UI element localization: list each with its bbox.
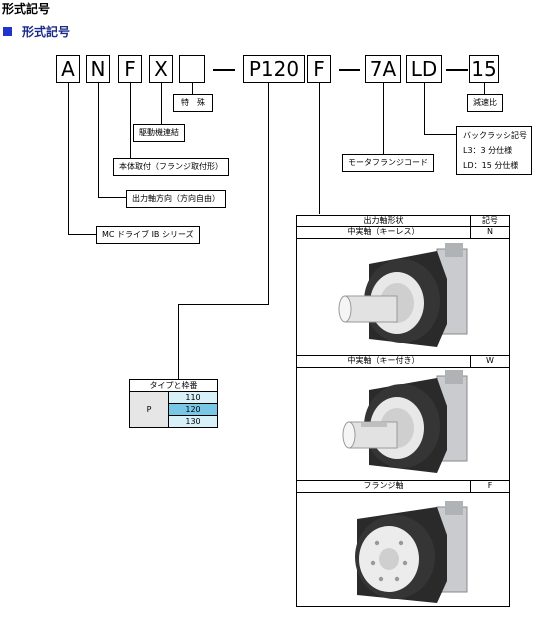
code-char-special <box>179 55 205 83</box>
code-char-a: A <box>56 55 80 83</box>
code-char-f: F <box>118 55 142 83</box>
connector-line <box>68 83 69 235</box>
type-cell: P <box>129 391 169 428</box>
connector-line <box>68 234 96 235</box>
connector-line <box>319 83 320 214</box>
label-series: MC ドライブ IB シリーズ <box>96 226 200 244</box>
label-special: 特 殊 <box>173 94 213 112</box>
shaft-code-w: W <box>486 356 494 365</box>
shaft-header-shape: 出力軸形状 <box>297 216 471 226</box>
connector-line <box>130 83 131 165</box>
size-110: 110 <box>168 391 218 404</box>
shaft-header-code: 記号 <box>482 216 498 225</box>
connector-line <box>383 83 384 155</box>
code-frame-size: P120 <box>243 55 305 83</box>
connector-line <box>178 304 179 379</box>
backlash-title: バックラッシ記号 <box>463 131 527 140</box>
shaft-row-label: フランジ軸 F <box>297 481 509 493</box>
connector-line <box>424 83 425 135</box>
code-separator <box>446 69 468 71</box>
code-backlash: LD <box>406 55 442 83</box>
code-ratio: 15 <box>469 55 499 83</box>
label-body-mount: 本体取付（フランジ取付形） <box>113 158 229 176</box>
shaft-shape-keyed: 中実軸（キー付き） <box>297 356 471 367</box>
shaft-row-label: 中実軸（キー付き） W <box>297 356 509 368</box>
type-table-header: タイプと枠番 <box>129 379 218 392</box>
type-frame-table: タイプと枠番 P 110 120 130 <box>129 379 218 428</box>
backlash-option-l3: L3：3 分仕様 <box>463 146 513 155</box>
shaft-shape-table: 出力軸形状 記号 中実軸（キーレス） N 中実軸（キー付き） W <box>296 215 510 607</box>
code-shaft-type: F <box>307 55 331 83</box>
code-char-x: X <box>149 55 173 83</box>
code-separator <box>339 69 360 71</box>
shaft-shape-flange: フランジ軸 <box>297 481 471 492</box>
gear-reducer-keyed-image <box>297 368 509 481</box>
code-motor-flange: 7A <box>365 55 401 83</box>
connector-line <box>484 83 485 94</box>
shaft-row-label: 中実軸（キーレス） N <box>297 227 509 239</box>
backlash-option-ld: LD：15 分仕様 <box>463 161 519 170</box>
section-marker-icon <box>3 27 12 36</box>
size-130: 130 <box>168 415 218 428</box>
label-drive-coupling: 駆動機連結 <box>133 124 185 142</box>
connector-line <box>98 83 99 198</box>
shaft-shape-keyless: 中実軸（キーレス） <box>297 227 471 238</box>
connector-line <box>192 83 193 95</box>
code-char-n: N <box>86 55 110 83</box>
shaft-code-n: N <box>487 227 493 236</box>
connector-line <box>161 83 162 131</box>
gear-reducer-flange-image <box>297 493 509 608</box>
connector-line <box>424 134 456 135</box>
code-separator <box>213 69 235 71</box>
label-motor-flange: モータフランジコード <box>342 154 434 172</box>
connector-line <box>98 197 126 198</box>
connector-line <box>178 304 269 305</box>
connector-line <box>268 83 269 304</box>
page-title: 形式記号 <box>2 2 51 16</box>
size-120-selected: 120 <box>168 403 218 416</box>
backlash-box: バックラッシ記号 L3：3 分仕様 LD：15 分仕様 <box>456 126 532 175</box>
gear-reducer-keyless-image <box>297 239 509 356</box>
shaft-table-header: 出力軸形状 記号 <box>297 216 509 227</box>
label-output-direction: 出力軸方向（方向自由） <box>126 190 226 208</box>
label-reduction-ratio: 減速比 <box>467 94 503 112</box>
section-title: 形式記号 <box>22 25 71 39</box>
shaft-code-f: F <box>487 481 493 490</box>
